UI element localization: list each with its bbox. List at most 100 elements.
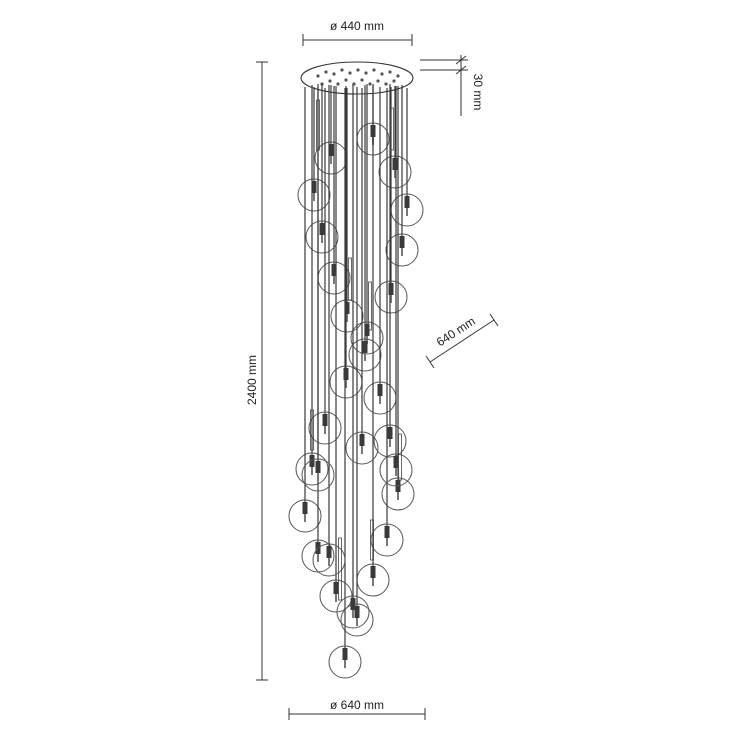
glass-globe [350, 321, 384, 355]
lamp-socket [311, 181, 317, 193]
lamp-bulb [333, 276, 335, 284]
lamp-bulb [352, 610, 354, 618]
lamp-socket [392, 158, 398, 170]
glass-globe [370, 523, 404, 557]
glass-globe [301, 458, 335, 492]
rod-sleeve [370, 519, 374, 561]
canopy-stud [392, 79, 396, 83]
lamp-bulb [397, 492, 399, 500]
pendant [374, 87, 408, 314]
lamp-bulb [346, 314, 348, 322]
lamp-socket [326, 546, 332, 558]
canopy-stud [364, 71, 368, 75]
lamp-socket [343, 368, 349, 380]
glass-globe [381, 477, 415, 511]
glass-globe [330, 299, 364, 333]
lamp-bulb [401, 248, 403, 256]
canopy-height-tick-top [455, 55, 467, 65]
rod-sleeve [338, 537, 342, 601]
rod-sleeve [348, 257, 352, 301]
total-height-label: 2400 mm [245, 355, 259, 405]
glass-globe [295, 452, 329, 486]
canopy-stud [344, 78, 348, 82]
bottom-diameter-dimension: ø 640 mm [288, 698, 426, 720]
cluster-width-line [429, 319, 495, 363]
lamp-socket [399, 236, 405, 248]
canopy-stud [356, 68, 360, 72]
rod-sleeve [310, 409, 314, 451]
lamp-bulb [344, 660, 346, 668]
glass-globe [305, 220, 339, 254]
glass-globe [374, 280, 408, 314]
canopy-stud [380, 72, 384, 76]
pendant [348, 85, 382, 372]
pendant [295, 85, 329, 486]
glass-globe [345, 431, 379, 465]
lamp-socket [354, 606, 360, 618]
lamp-socket [309, 455, 315, 467]
canopy-height-dimension: 30 mm [420, 55, 485, 116]
rod-sleeve [368, 281, 372, 331]
lamp-bulb [345, 380, 347, 388]
cluster-width-tick-end [489, 313, 499, 327]
canopy-stud [372, 68, 376, 72]
pendant [379, 86, 413, 487]
rod-sleeve [316, 99, 320, 151]
canopy-stud [396, 74, 400, 78]
pendant [385, 85, 419, 267]
canopy-height-tick-bottom [455, 65, 467, 75]
canopy-stud [348, 71, 352, 75]
lamp-socket [333, 582, 339, 594]
canopy-stud [316, 74, 320, 78]
cluster-width-dimension: 640 mm [425, 313, 499, 369]
total-height-dimension: 2400 mm [245, 61, 268, 681]
lamp-bulb [356, 618, 358, 626]
canopy-height-label: 30 mm [471, 74, 485, 111]
lamp-bulb [317, 473, 319, 481]
canopy-stud [324, 70, 328, 74]
pendant [288, 87, 322, 533]
lamp-socket [302, 502, 308, 514]
lamp-bulb [330, 156, 332, 164]
bottom-diameter-label: ø 640 mm [330, 698, 384, 712]
pendant [350, 84, 384, 355]
lamp-socket [342, 648, 348, 660]
glass-globe [385, 233, 419, 267]
lamp-bulb [328, 558, 330, 566]
canopy-stud [376, 79, 380, 83]
glass-globe [378, 155, 412, 189]
lamp-socket [364, 324, 370, 336]
pendant [370, 88, 404, 557]
pendant [297, 87, 331, 212]
lamp-socket [370, 566, 376, 578]
lamp-socket [328, 144, 334, 156]
lamp-socket [319, 223, 325, 235]
glass-globe [308, 411, 342, 445]
lamp-bulb [317, 554, 319, 562]
pendant [308, 88, 342, 445]
glass-globe [328, 645, 362, 679]
glass-globe [297, 178, 331, 212]
canopy-diameter-label: ø 440 mm [330, 19, 384, 33]
glass-globe [373, 424, 407, 458]
glass-globe [348, 338, 382, 372]
glass-globe [379, 453, 413, 487]
lamp-socket [404, 196, 410, 208]
lamp-socket [387, 427, 393, 439]
lamp-socket [388, 283, 394, 295]
pendant [330, 88, 364, 333]
pendant [312, 85, 346, 577]
lamp-bulb [313, 193, 315, 201]
lamp-socket [377, 384, 383, 396]
lamp-socket [350, 598, 356, 610]
canopy-stud [360, 78, 364, 82]
lamp-socket [362, 341, 368, 353]
lamp-bulb [379, 396, 381, 404]
glass-globe [288, 499, 322, 533]
pendant [336, 84, 370, 629]
lamp-socket [315, 461, 321, 473]
lamp-bulb [390, 295, 392, 303]
pendant-cluster [288, 84, 424, 679]
lamp-bulb [304, 514, 306, 522]
